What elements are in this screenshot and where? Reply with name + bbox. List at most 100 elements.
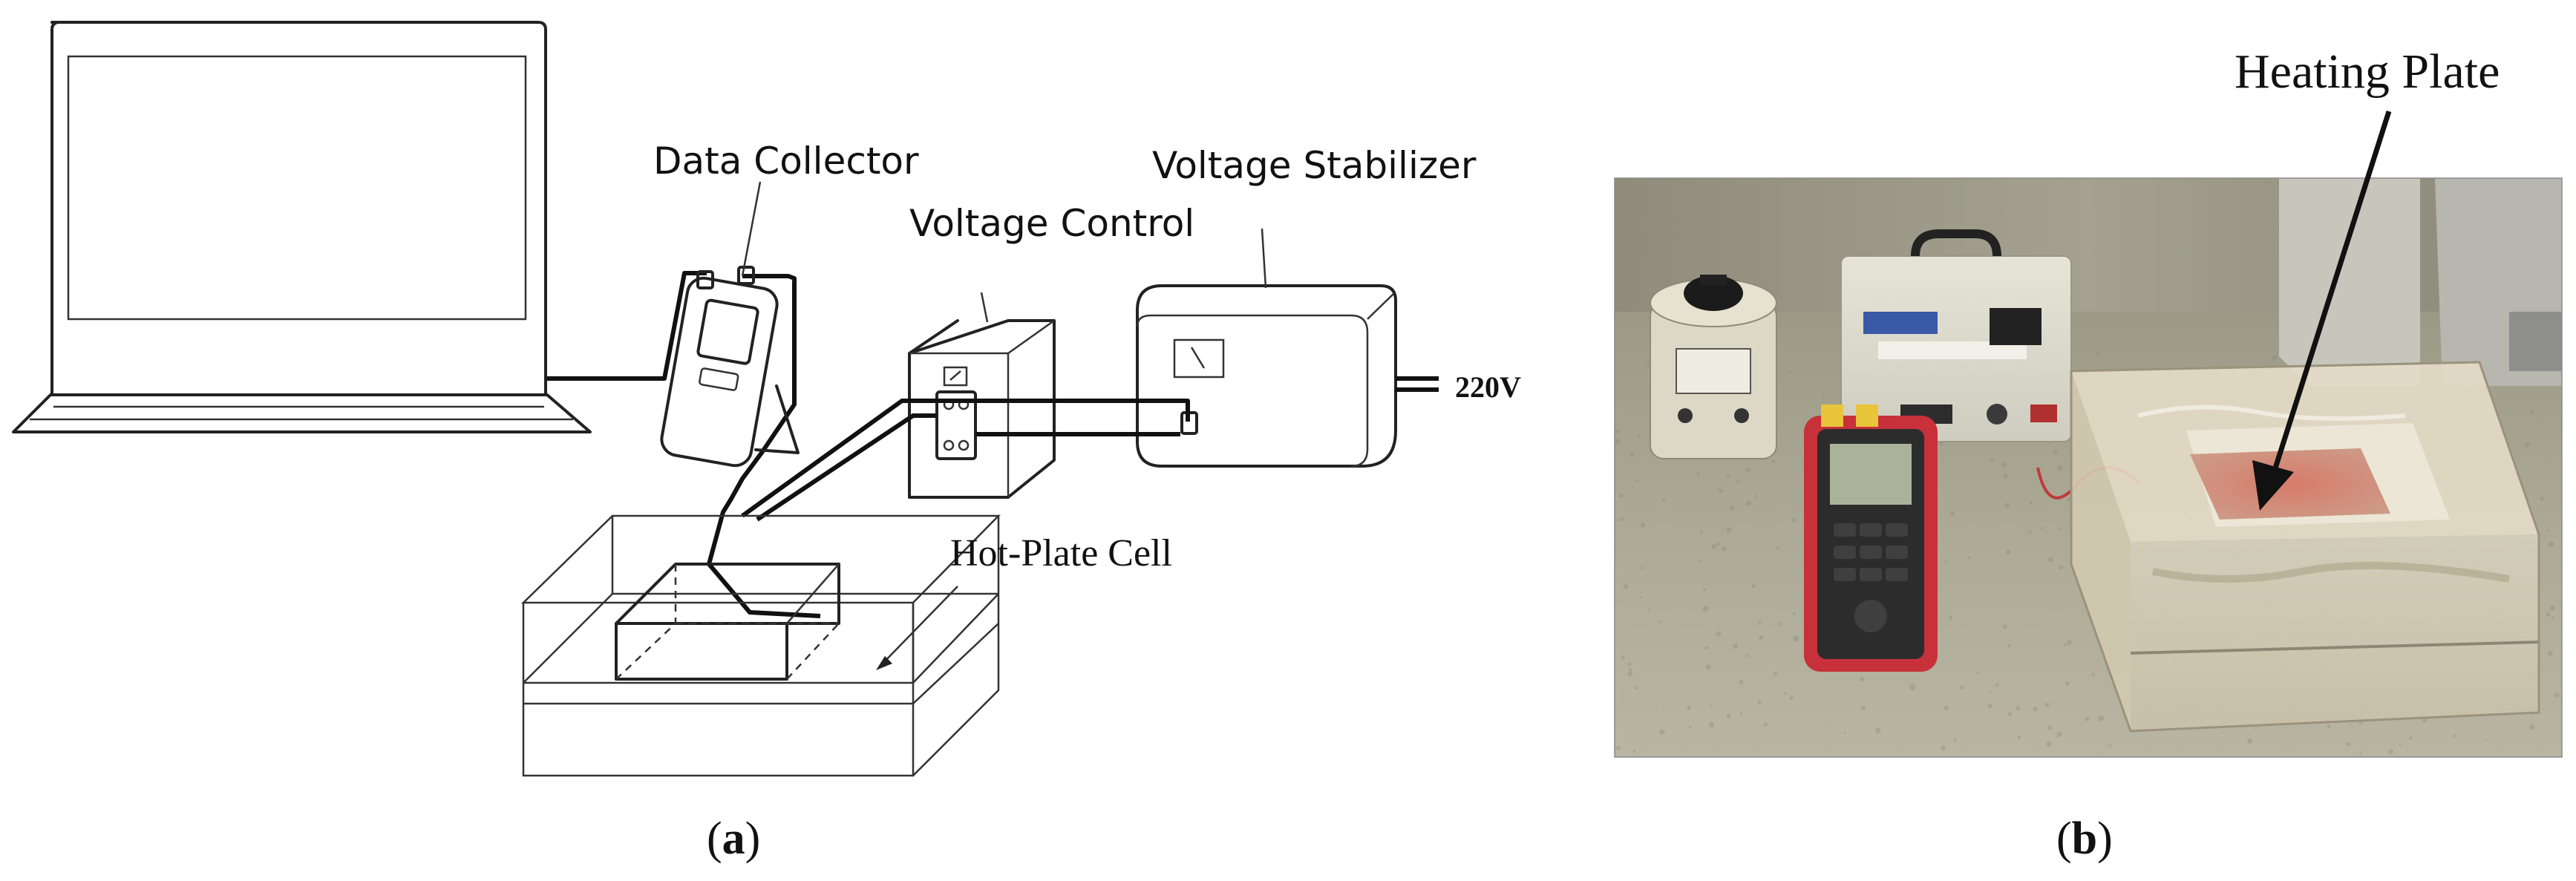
voltage-control-label: Voltage Control [909,202,1194,245]
bench-speckle-dot [1793,635,1799,642]
bench-speckle-dot [1739,680,1744,685]
bench-speckle-dot [2029,500,2033,505]
bench-speckle-dot [1628,671,1630,673]
bench-speckle-dot [1704,646,1707,649]
bench-speckle-dot [2546,612,2551,618]
bench-speckle-dot [2059,565,2064,570]
bench-speckle-dot [1844,732,1847,735]
panel-a-caption: (a) [707,813,760,864]
bench-speckle-dot [2255,727,2258,730]
bench-speckle-dot [1699,560,1702,563]
bench-speckle-dot [1776,546,1779,550]
bench-speckle-dot [1647,609,1650,611]
hot-plate-cell [520,514,1001,777]
bench-speckle-dot [1623,584,1629,589]
bench-speckle-dot [1987,703,1993,709]
bench-speckle-dot [2004,502,2010,508]
bench-speckle-dot [2554,692,2560,698]
bench-speckle-dot [1641,566,1644,570]
bench-speckle-dot [1718,488,1724,494]
bench-speckle-dot [1635,687,1638,690]
bench-speckle-dot [1705,664,1712,670]
bench-speckle-dot [1995,683,1999,687]
bench-speckle-dot [2524,442,2531,448]
bench-speckle-dot [2002,474,2008,479]
bench-speckle-dot [2271,358,2275,362]
bench-speckle-dot [2530,410,2534,415]
bench-speckle-dot [2040,526,2043,530]
bench-speckle-dot [1745,500,1752,506]
bench-speckle-dot [2271,355,2278,361]
bench-speckle-dot [2047,557,2053,563]
bench-speckle-dot [1944,706,1949,711]
bench-speckle-dot [2549,605,2555,611]
bench-speckle-dot [2098,715,2105,721]
bench-speckle-dot [2006,549,2011,554]
bench-speckle-dot [2047,725,2053,730]
device-cables [741,399,1190,522]
bench-speckle-dot [2327,724,2331,728]
bench-speckle-dot [2056,734,2060,738]
panel-b-photo: Heating Plate (b) [1614,45,2563,864]
bench-speckle-dot [1630,422,1634,425]
bench-speckle-dot [2409,736,2413,740]
bench-speckle-dot [1617,600,1619,603]
bench-speckle-dot [2529,724,2535,730]
voltage-stabilizer-device [1136,228,1439,468]
bench-speckle-dot [1678,519,1681,521]
bench-speckle-dot [2548,540,2554,547]
bench-speckle-dot [1745,468,1750,473]
bench-speckle-dot [1759,635,1764,641]
bench-speckle-dot [2543,537,2545,539]
bench-speckle-dot [1874,727,1881,734]
bench-speckle-dot [1702,588,1706,592]
hot-plate-cell-label: Hot-Plate Cell [950,532,1172,574]
bench-speckle-dot [1822,396,1825,399]
bench-speckle-dot [1774,672,1778,676]
bench-speckle-dot [2057,731,2062,736]
bench-speckle-dot [1659,729,1665,736]
photo-voltage-stabilizer [1840,229,2072,442]
bench-speckle-dot [2282,747,2284,750]
bench-speckle-dot [1629,668,1632,672]
bench-speckle-dot [1699,530,1703,534]
bench-speckle-dot [1825,720,1827,722]
bench-speckle-dot [1716,542,1720,546]
bench-speckle-dot [1619,494,1624,498]
bench-speckle-dot [2091,672,2095,677]
photo-data-collector [1804,405,1938,672]
bench-speckle-dot [2539,496,2545,502]
bench-speckle-dot [2046,741,2052,747]
heating-plate-label: Heating Plate [2235,45,2500,99]
bench-speckle-dot [1706,646,1709,649]
panel-a-schematic: Data Collector Voltage Control [12,21,1521,864]
bench-speckle-dot [1990,457,1994,462]
bench-speckle-dot [1788,370,1791,374]
bench-speckle-dot [1959,686,1964,690]
bench-speckle-dot [1941,745,1946,750]
bench-speckle-dot [1628,662,1632,666]
heating-plate-arrow-icon [2252,110,2392,511]
bench-speckle-dot [1739,712,1743,715]
bench-speckle-dot [2552,616,2554,619]
bench-speckle-dot [1732,643,1738,649]
bench-speckle-dot [1716,631,1722,637]
bench-speckle-dot [1948,615,1953,620]
bench-speckle-dot [2007,643,2011,648]
bench-speckle-dot [2016,706,2020,711]
bench-speckle-dot [1726,527,1733,534]
bench-speckle-dot [1722,528,1724,531]
bench-speckle-dot [2028,531,2032,534]
bench-speckle-dot [1629,452,1635,458]
bench-speckle-dot [1640,522,1646,528]
bench-speckle-dot [1635,479,1639,483]
bench-speckle-dot [2485,738,2487,741]
bench-speckle-dot [1967,556,1971,559]
bench-speckle-dot [2108,744,2112,747]
bench-speckle-dot [2546,529,2550,532]
bench-speckle-dot [1702,606,1709,612]
bench-speckle-dot [1989,691,1992,693]
bench-speckle-dot [1751,584,1756,589]
bench-speckle-dot [1640,596,1643,599]
